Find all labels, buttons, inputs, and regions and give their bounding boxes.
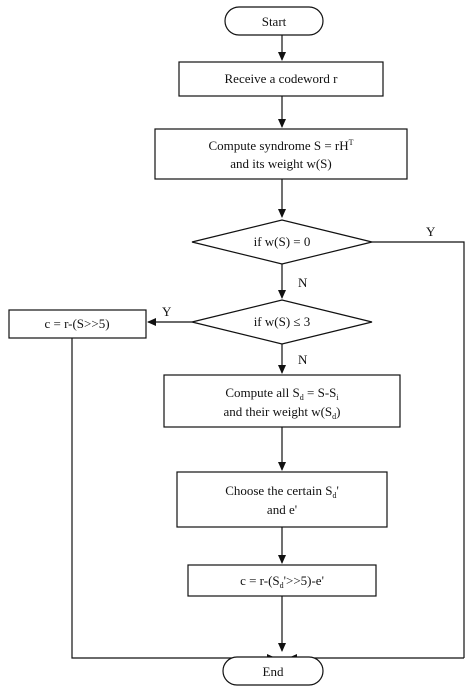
receive-process: Receive a codeword r	[178, 61, 384, 97]
syndrome-line1: Compute syndrome S = rHT	[208, 138, 353, 153]
label-no1: N	[298, 275, 308, 290]
compute-sd-line2: and their weight w(Sd)	[223, 404, 340, 421]
decision-weight-le3: if w(S) ≤ 3	[191, 299, 373, 345]
edge-decision1-yes	[372, 241, 465, 658]
final-correction-label: c = r-(Sd'>>5)-e'	[240, 573, 324, 590]
syndrome-line2: and its weight w(S)	[230, 156, 331, 171]
syndrome-process: Compute syndrome S = rHT and its weight …	[154, 128, 408, 180]
syndrome-line1-main: Compute syndrome S = rH	[208, 138, 348, 153]
end-label: End	[263, 664, 284, 679]
decision2-label: if w(S) ≤ 3	[254, 314, 311, 329]
final-correction-process: c = r-(Sd'>>5)-e'	[187, 564, 377, 597]
start-terminal: Start	[224, 6, 324, 36]
edge-direct-merge	[71, 338, 276, 662]
label-yes1: Y	[426, 224, 436, 239]
direct-correction-process: c = r-(S>>5)	[8, 309, 147, 339]
label-no2: N	[298, 352, 308, 367]
end-terminal: End	[222, 656, 324, 686]
choose-process: Choose the certain Sd' and e'	[176, 471, 388, 528]
choose-line2: and e'	[267, 502, 297, 517]
syndrome-line1-sup: T	[349, 138, 354, 147]
receive-label: Receive a codeword r	[225, 71, 339, 86]
compute-sd-line1: Compute all Sd = S-Si	[225, 385, 339, 402]
choose-line1: Choose the certain Sd'	[225, 483, 339, 500]
label-yes2: Y	[162, 304, 172, 319]
decision-weight-zero: if w(S) = 0	[191, 219, 373, 265]
compute-sd-process: Compute all Sd = S-Si and their weight w…	[163, 374, 401, 428]
decision1-label: if w(S) = 0	[254, 234, 311, 249]
start-label: Start	[262, 14, 287, 29]
direct-correction-label: c = r-(S>>5)	[44, 316, 109, 331]
